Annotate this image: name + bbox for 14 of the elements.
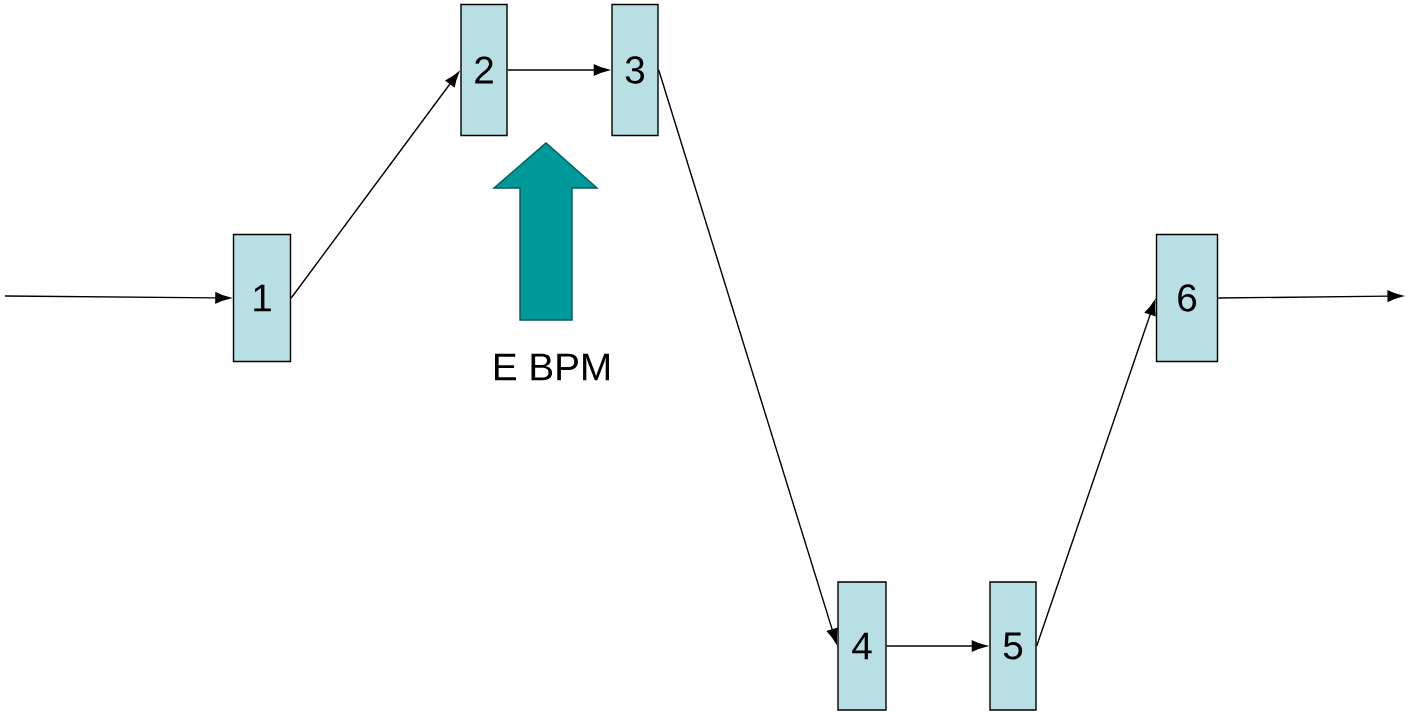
process-box: 1 bbox=[232, 233, 292, 363]
arrow bbox=[290, 71, 460, 299]
arrow bbox=[886, 640, 987, 652]
process-box: 4 bbox=[837, 581, 887, 711]
process-box: 3 bbox=[611, 3, 659, 137]
arrow bbox=[4, 292, 231, 304]
arrow bbox=[1036, 300, 1156, 647]
process-box: 2 bbox=[460, 3, 508, 137]
process-box: 6 bbox=[1155, 233, 1219, 363]
arrow bbox=[507, 64, 609, 76]
arrow-label: E BPM bbox=[495, 353, 609, 381]
arrow bbox=[658, 69, 838, 644]
arrow bbox=[1217, 290, 1403, 302]
process-box: 5 bbox=[989, 581, 1037, 711]
